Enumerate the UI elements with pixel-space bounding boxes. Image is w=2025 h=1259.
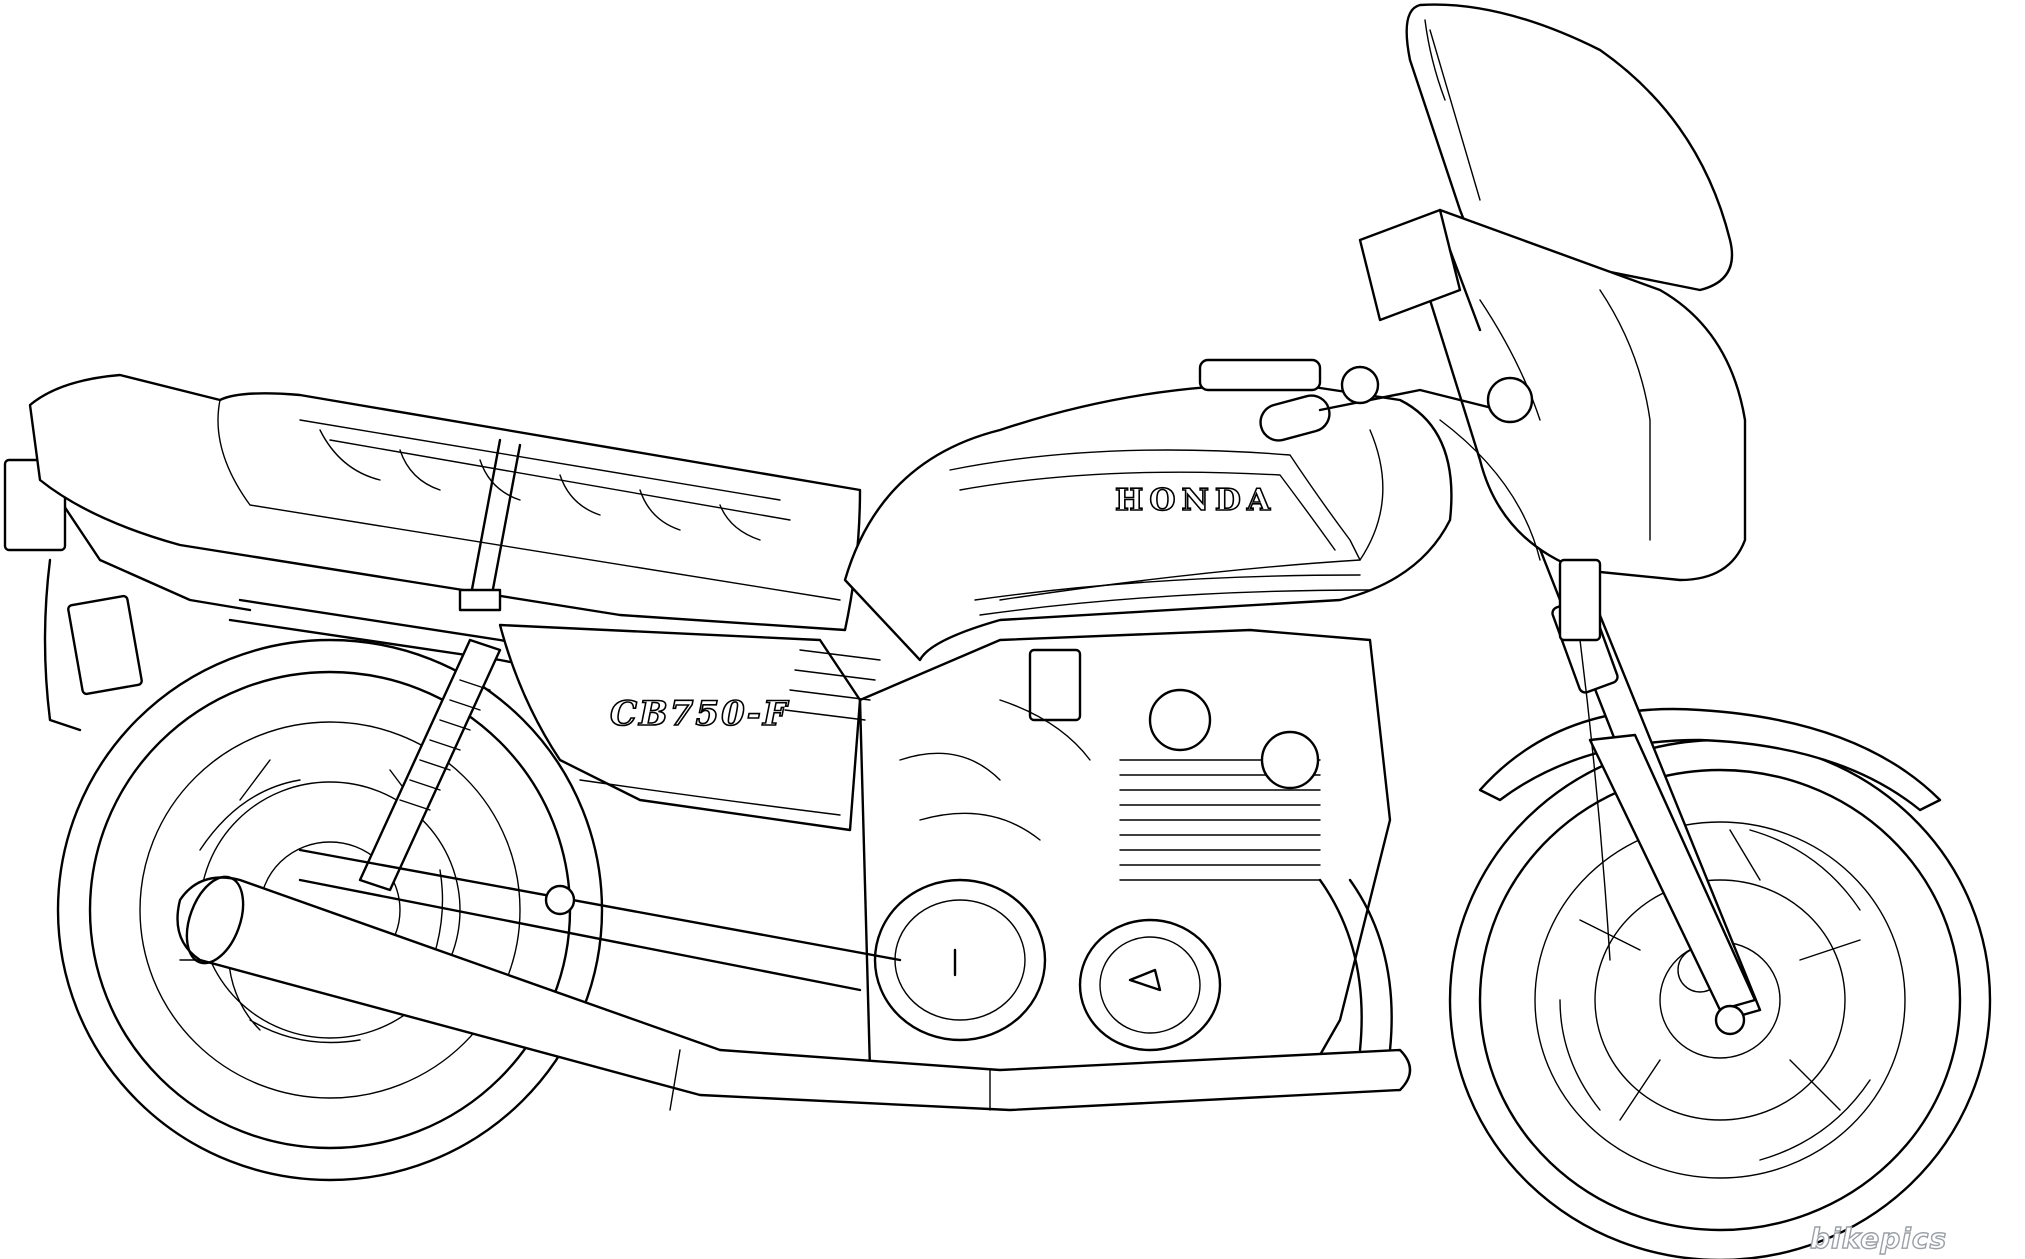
exhaust [176,875,1412,1112]
front-fender [1478,707,1942,812]
side-cover-model-text: CB750-F [610,694,790,734]
engine [858,628,1392,1102]
rear-shock [298,638,902,992]
fuel-tank: HONDA [843,358,1453,662]
fairing [1405,3,1747,582]
rear-wheel [56,638,604,1182]
side-cover: CB750-F [498,623,881,832]
watermark-text: bikepics [1810,1222,1947,1255]
seat [28,373,862,632]
tank-brand-text: HONDA [1115,483,1276,518]
mirror [1358,208,1482,332]
handlebar [1259,365,1611,961]
